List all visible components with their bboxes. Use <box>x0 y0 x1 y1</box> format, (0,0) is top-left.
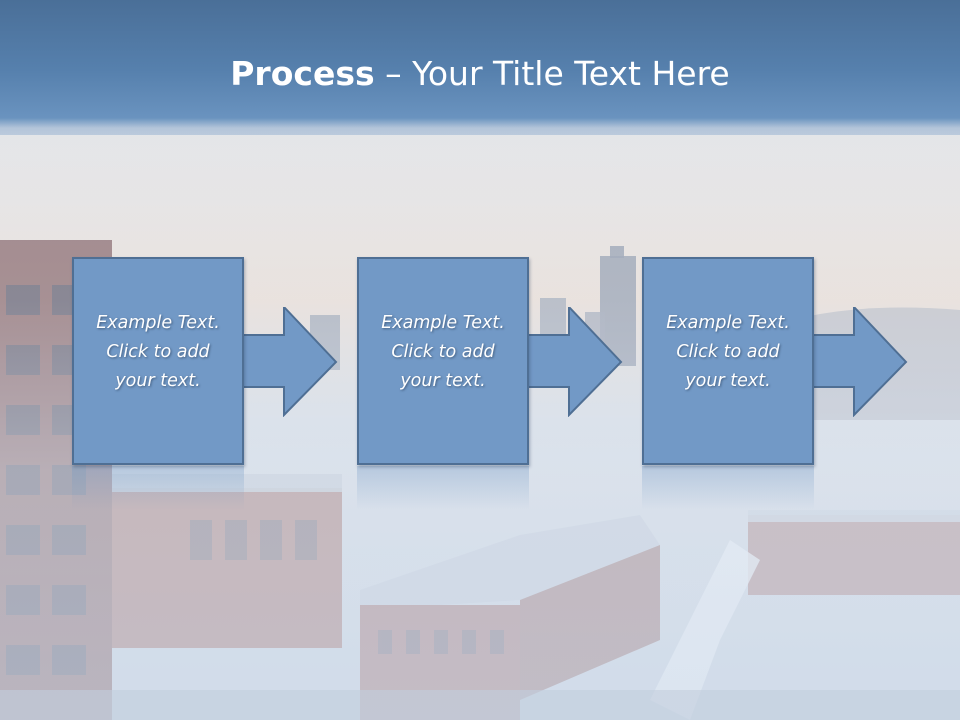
process-step-3[interactable]: Example Text. Click to add your text. <box>642 257 908 465</box>
step-line-2: Click to add <box>676 342 780 362</box>
slide-title[interactable]: Process – Your Title Text Here <box>0 52 960 96</box>
step-reflection <box>642 466 814 510</box>
step-line-1: Example Text. <box>96 313 220 333</box>
step-line-1: Example Text. <box>666 313 790 333</box>
arrow-right-icon <box>238 307 338 417</box>
title-bold: Process <box>230 54 375 93</box>
process-step-1[interactable]: Example Text. Click to add your text. <box>72 257 338 465</box>
arrow-right-icon <box>523 307 623 417</box>
step-line-3: your text. <box>400 371 486 391</box>
title-rest: – Your Title Text Here <box>374 54 730 93</box>
step-text[interactable]: Example Text. Click to add your text. <box>357 309 529 396</box>
step-reflection <box>357 466 529 510</box>
step-line-2: Click to add <box>391 342 495 362</box>
step-box <box>642 257 814 465</box>
step-box <box>72 257 244 465</box>
step-line-1: Example Text. <box>381 313 505 333</box>
step-line-3: your text. <box>685 371 771 391</box>
title-band <box>0 0 960 135</box>
step-reflection <box>72 466 244 510</box>
arrow-right-icon <box>808 307 908 417</box>
step-line-3: your text. <box>115 371 201 391</box>
step-line-2: Click to add <box>106 342 210 362</box>
process-step-2[interactable]: Example Text. Click to add your text. <box>357 257 623 465</box>
step-box <box>357 257 529 465</box>
step-text[interactable]: Example Text. Click to add your text. <box>72 309 244 396</box>
step-text[interactable]: Example Text. Click to add your text. <box>642 309 814 396</box>
